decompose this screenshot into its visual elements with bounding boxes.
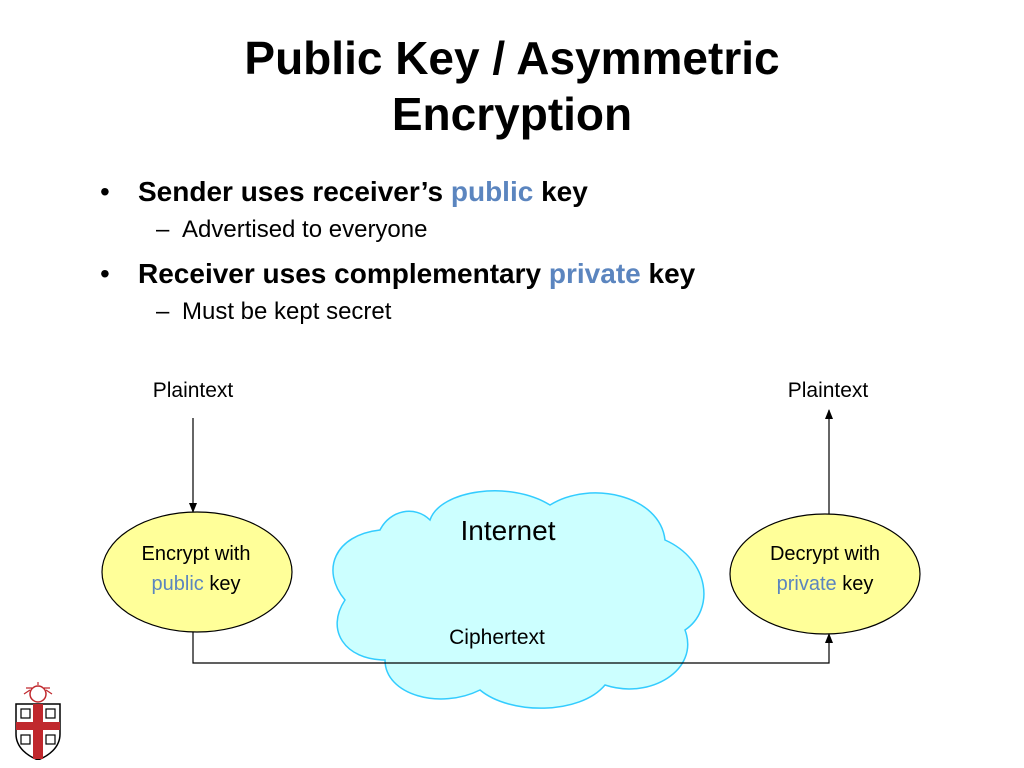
bullet-marker: • xyxy=(100,258,110,289)
title-line-1: Public Key / Asymmetric xyxy=(244,32,780,84)
bullet-receiver: • Receiver uses complementary private key xyxy=(100,254,1000,294)
decrypt-label-line-2: private key xyxy=(777,573,874,595)
encrypt-ellipse xyxy=(101,511,293,633)
bullet-text-end: key xyxy=(533,176,588,207)
ciphertext-channel-arrow xyxy=(192,630,833,664)
title-line-2: Encryption xyxy=(391,88,633,140)
decrypt-key-type: private xyxy=(777,573,837,595)
internet-label: Internet xyxy=(461,515,556,546)
sub-bullet-advertised: –Advertised to everyone xyxy=(100,212,1000,248)
bullet-text-end: key xyxy=(640,258,696,289)
encrypt-label-line-1: Encrypt with xyxy=(142,543,251,565)
bullet-marker: • xyxy=(100,176,110,207)
decrypt-label-line-1: Decrypt with xyxy=(770,543,880,565)
encrypt-key-word: key xyxy=(204,573,241,595)
sub-bullet-marker: – xyxy=(156,216,170,243)
bullet-sender: • Sender uses receiver’s public key xyxy=(100,172,1000,212)
bullet-list: •Sender uses receiver’s public key –Adve… xyxy=(100,172,1000,336)
university-shield-icon xyxy=(15,682,61,760)
right-plaintext-label: Plaintext xyxy=(788,379,869,402)
bullet-highlight: private xyxy=(548,258,641,289)
internet-cloud xyxy=(332,490,705,709)
decrypt-ellipse xyxy=(729,513,921,635)
bullet-text: Sender uses receiver’s xyxy=(138,176,451,207)
encrypt-key-type: public xyxy=(152,573,204,595)
sub-bullet-secret: –Must be kept secret xyxy=(100,294,1000,330)
ciphertext-label: Ciphertext xyxy=(449,626,545,649)
sub-bullet-text: Must be kept secret xyxy=(182,298,392,325)
decrypt-key-word: key xyxy=(837,573,874,595)
sub-bullet-text: Advertised to everyone xyxy=(182,216,428,243)
sub-bullet-marker: – xyxy=(156,298,170,325)
bullet-highlight: public xyxy=(450,176,534,207)
bullet-text: Receiver uses complementary xyxy=(138,258,549,289)
left-plaintext-label: Plaintext xyxy=(153,379,234,402)
encrypt-label-line-2: public key xyxy=(152,573,241,595)
slide-title: Public Key / Asymmetric Encryption xyxy=(0,30,1024,142)
